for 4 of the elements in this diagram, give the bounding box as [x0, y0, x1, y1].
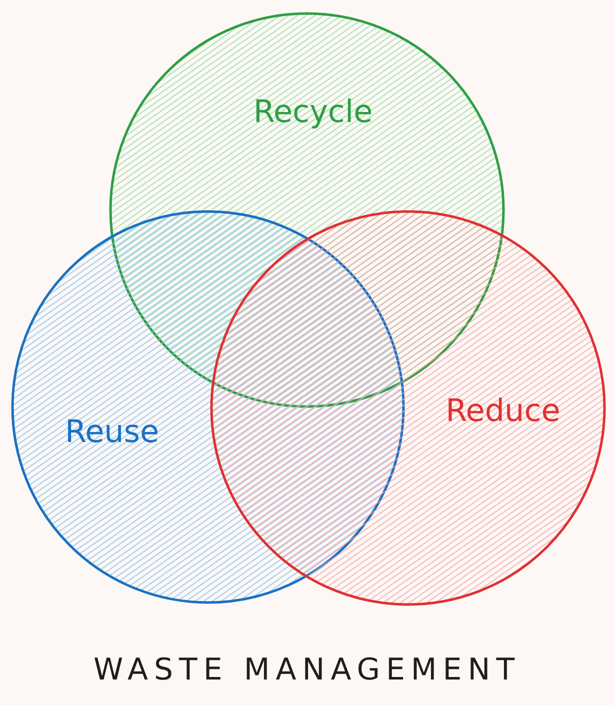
set-label: Recycle [253, 94, 373, 130]
caption: WASTE MANAGEMENT [93, 654, 521, 686]
set-label: Reduce [446, 394, 560, 428]
set-label: Reuse [64, 414, 160, 450]
